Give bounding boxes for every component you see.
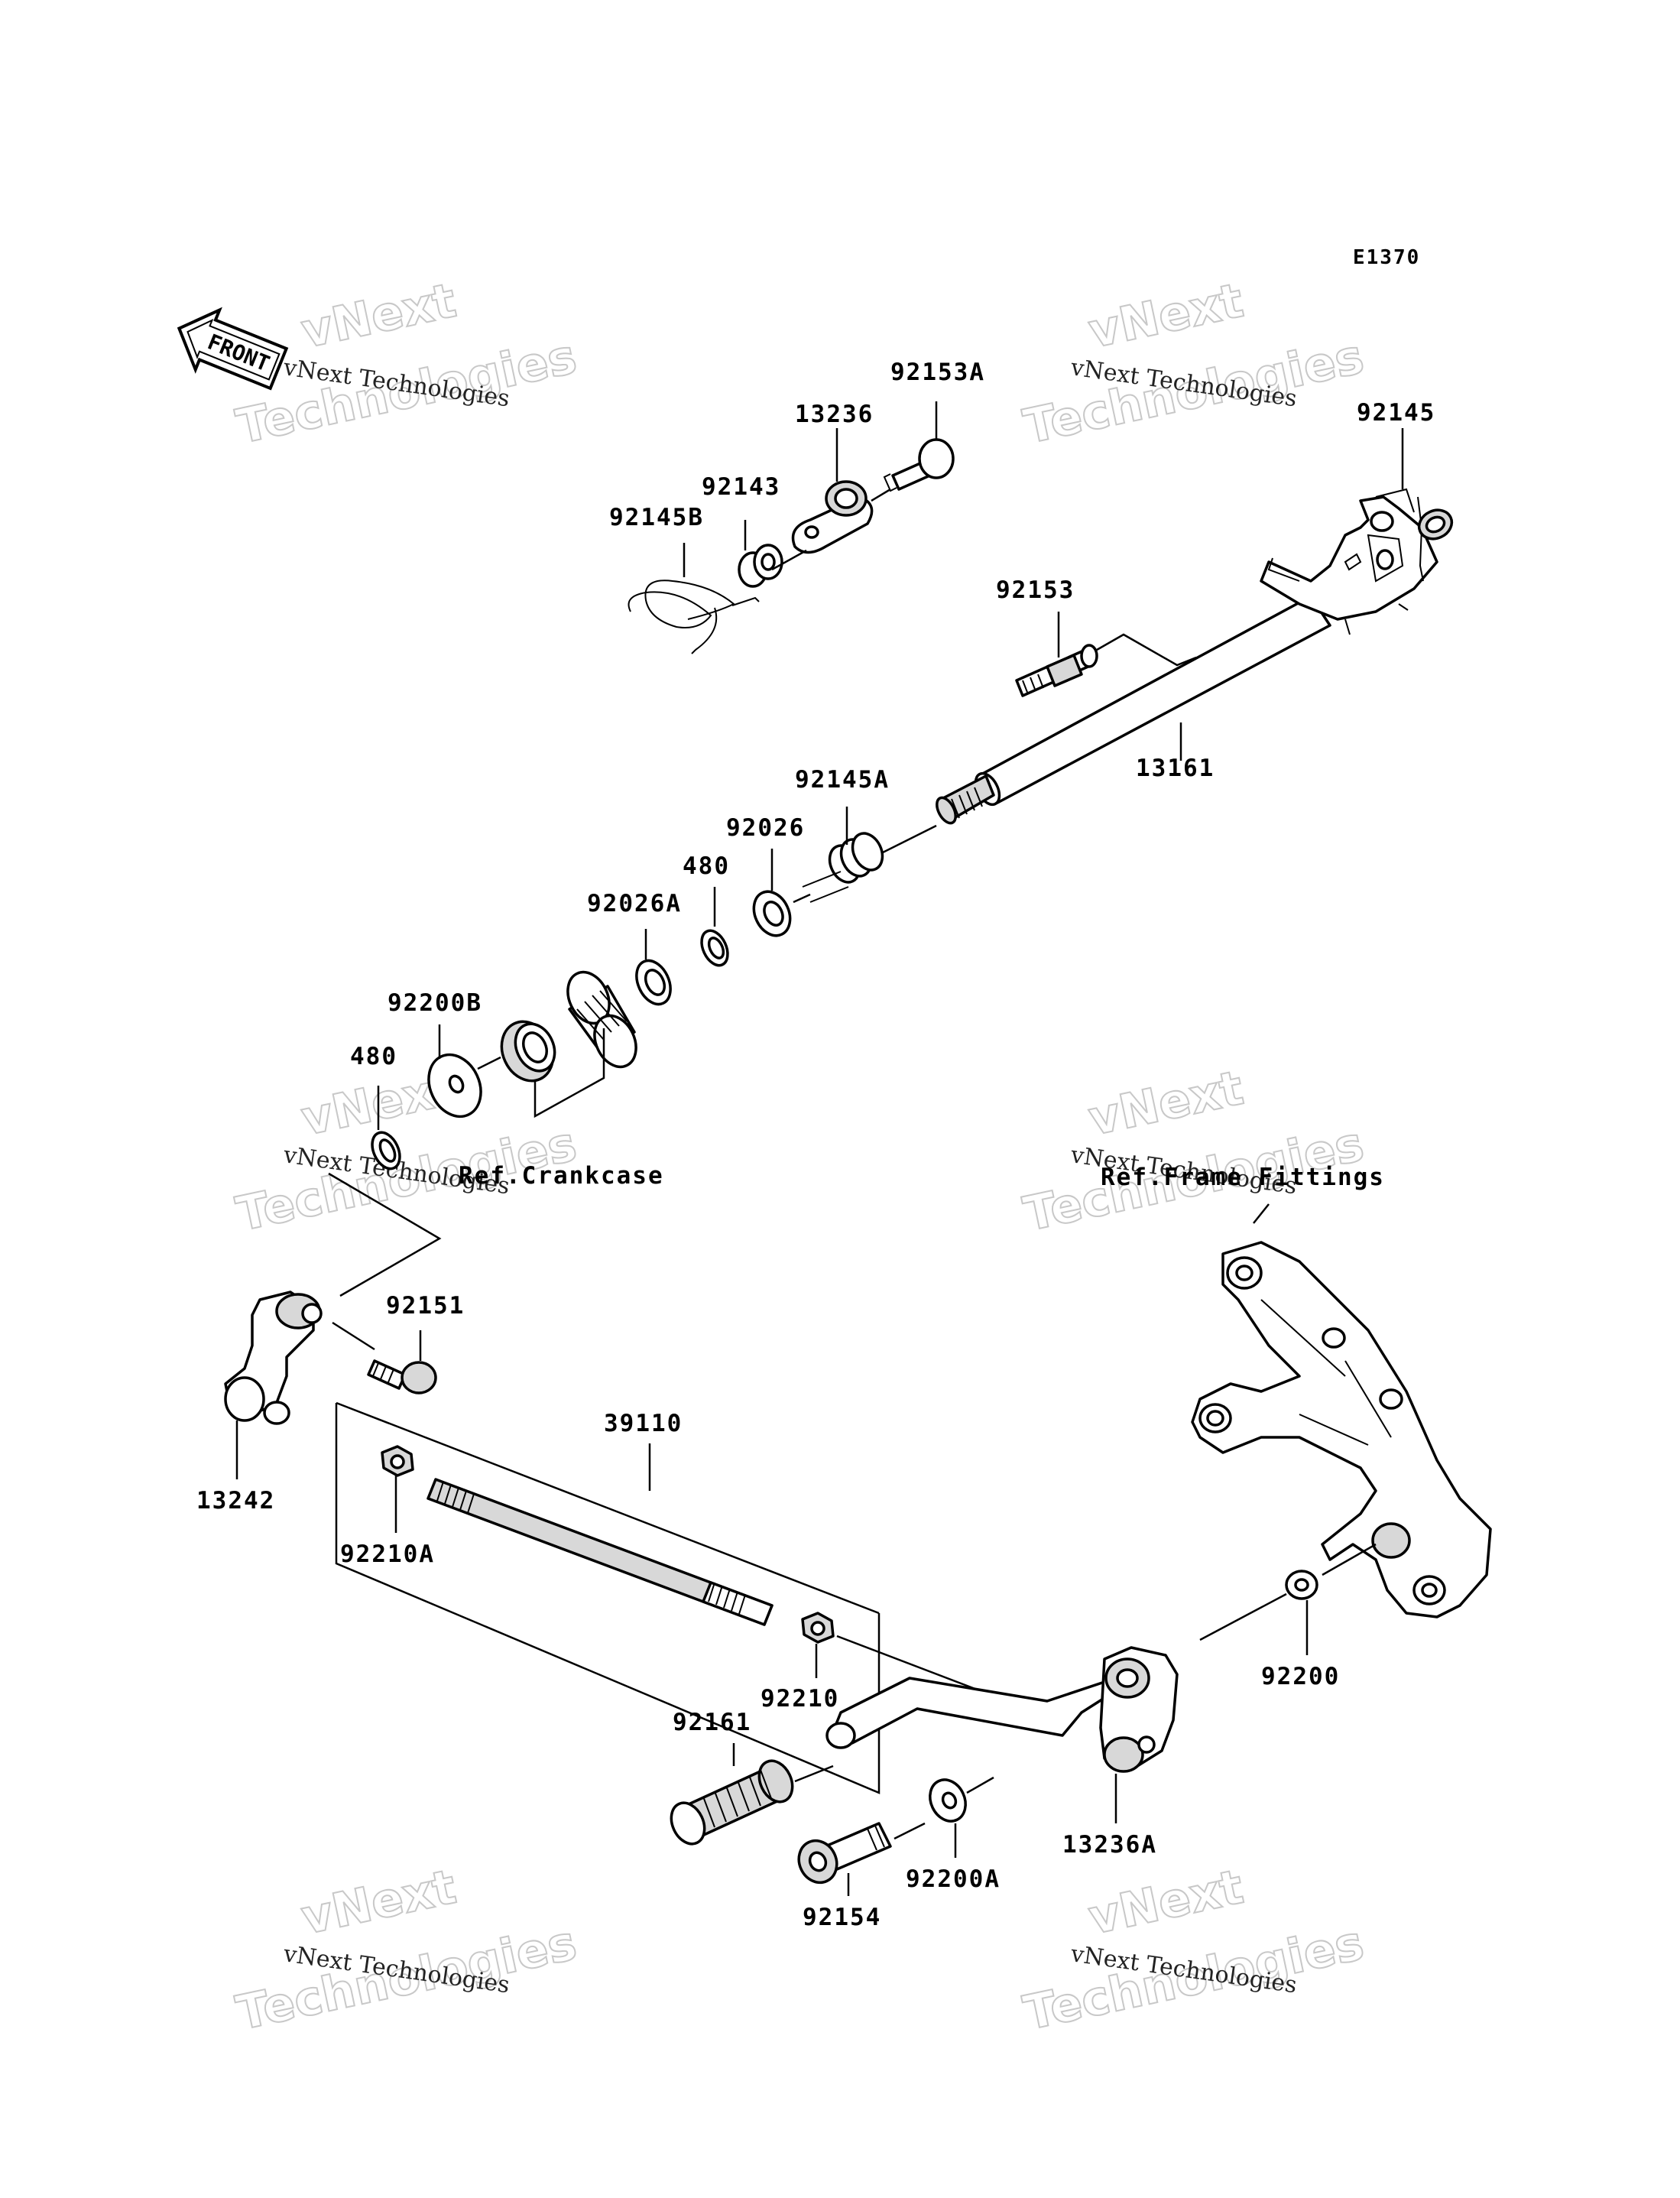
svg-text:vNext: vNext xyxy=(1084,272,1248,359)
washer-92200B xyxy=(427,1053,482,1118)
spring-92145 xyxy=(1375,488,1454,582)
spring-92145B xyxy=(628,580,760,654)
label-92153: 92153 xyxy=(996,576,1075,604)
oil-seal xyxy=(500,1020,556,1083)
footrest-bracket xyxy=(1191,1241,1492,1618)
label-92210: 92210 xyxy=(761,1685,839,1713)
front-arrow-icon: FRONT xyxy=(177,307,289,391)
diagram-code: E1370 xyxy=(1353,246,1420,269)
nut-92210 xyxy=(801,1612,835,1644)
bolt-92153A xyxy=(883,438,955,492)
washer-92200 xyxy=(1285,1570,1318,1600)
shift-arm-13242 xyxy=(224,1291,323,1425)
label-92153A: 92153A xyxy=(890,359,985,386)
label-13236A: 13236A xyxy=(1062,1831,1157,1859)
label-13242: 13242 xyxy=(196,1487,275,1515)
label-480-upper: 480 xyxy=(683,852,730,880)
bolt-92154 xyxy=(797,1822,892,1885)
washer-92026 xyxy=(752,890,792,937)
label-92026A: 92026A xyxy=(587,890,682,917)
label-92161: 92161 xyxy=(673,1709,751,1736)
label-ref-crankcase: Ref.Crankcase xyxy=(459,1162,664,1190)
bolt-92153 xyxy=(1015,644,1098,697)
label-92200: 92200 xyxy=(1261,1663,1340,1690)
label-92200A: 92200A xyxy=(906,1865,1001,1893)
svg-text:vNext: vNext xyxy=(297,1859,461,1946)
watermark-top-right: vNext Technologies vNext Technologies xyxy=(1018,271,1369,456)
circlip-480-lower xyxy=(371,1131,401,1170)
svg-text:vNext: vNext xyxy=(1084,1060,1248,1147)
shift-pedal-13236A xyxy=(825,1646,1179,1773)
label-92026: 92026 xyxy=(726,814,805,842)
needle-bearing xyxy=(566,970,637,1069)
collar-92143 xyxy=(738,544,783,588)
nut-92210A xyxy=(381,1445,414,1477)
svg-text:vNext: vNext xyxy=(297,272,461,359)
watermark-bottom-left: vNext Technologies vNext Technologies xyxy=(231,1858,582,2042)
watermark-bottom-right: vNext Technologies vNext Technologies xyxy=(1018,1858,1369,2042)
shift-shaft-13161 xyxy=(936,495,1438,825)
washer-92200A xyxy=(929,1778,967,1823)
label-92154: 92154 xyxy=(803,1904,881,1931)
watermark-mid-left: vNext Technologies vNext Technologies xyxy=(231,1059,582,1243)
label-92151: 92151 xyxy=(386,1292,465,1320)
label-92145: 92145 xyxy=(1357,399,1435,427)
watermark-mid-right: vNext Technologies vNext Technologies xyxy=(1018,1059,1369,1243)
pedal-rubber-92161 xyxy=(670,1759,794,1846)
label-480-lower: 480 xyxy=(350,1043,397,1070)
washer-92026A xyxy=(635,959,672,1006)
watermark-top-left: vNext Technologies vNext Technologies xyxy=(231,271,582,456)
label-92143: 92143 xyxy=(702,473,780,501)
label-39110: 39110 xyxy=(604,1410,683,1437)
bolt-92151 xyxy=(367,1359,437,1394)
label-92210A: 92210A xyxy=(340,1541,435,1568)
label-13236: 13236 xyxy=(795,401,874,428)
label-92200B: 92200B xyxy=(388,989,482,1017)
arm-13236 xyxy=(791,480,874,554)
label-ref-frame-fittings: Ref.Frame Fittings xyxy=(1101,1164,1385,1191)
spring-92145A xyxy=(802,832,884,903)
label-13161: 13161 xyxy=(1136,755,1215,782)
circlip-480-upper xyxy=(700,929,729,967)
label-92145B: 92145B xyxy=(609,504,704,531)
label-92145A: 92145A xyxy=(795,766,890,794)
svg-text:vNext: vNext xyxy=(1084,1859,1248,1946)
shift-rod-39110 xyxy=(335,1401,881,1794)
